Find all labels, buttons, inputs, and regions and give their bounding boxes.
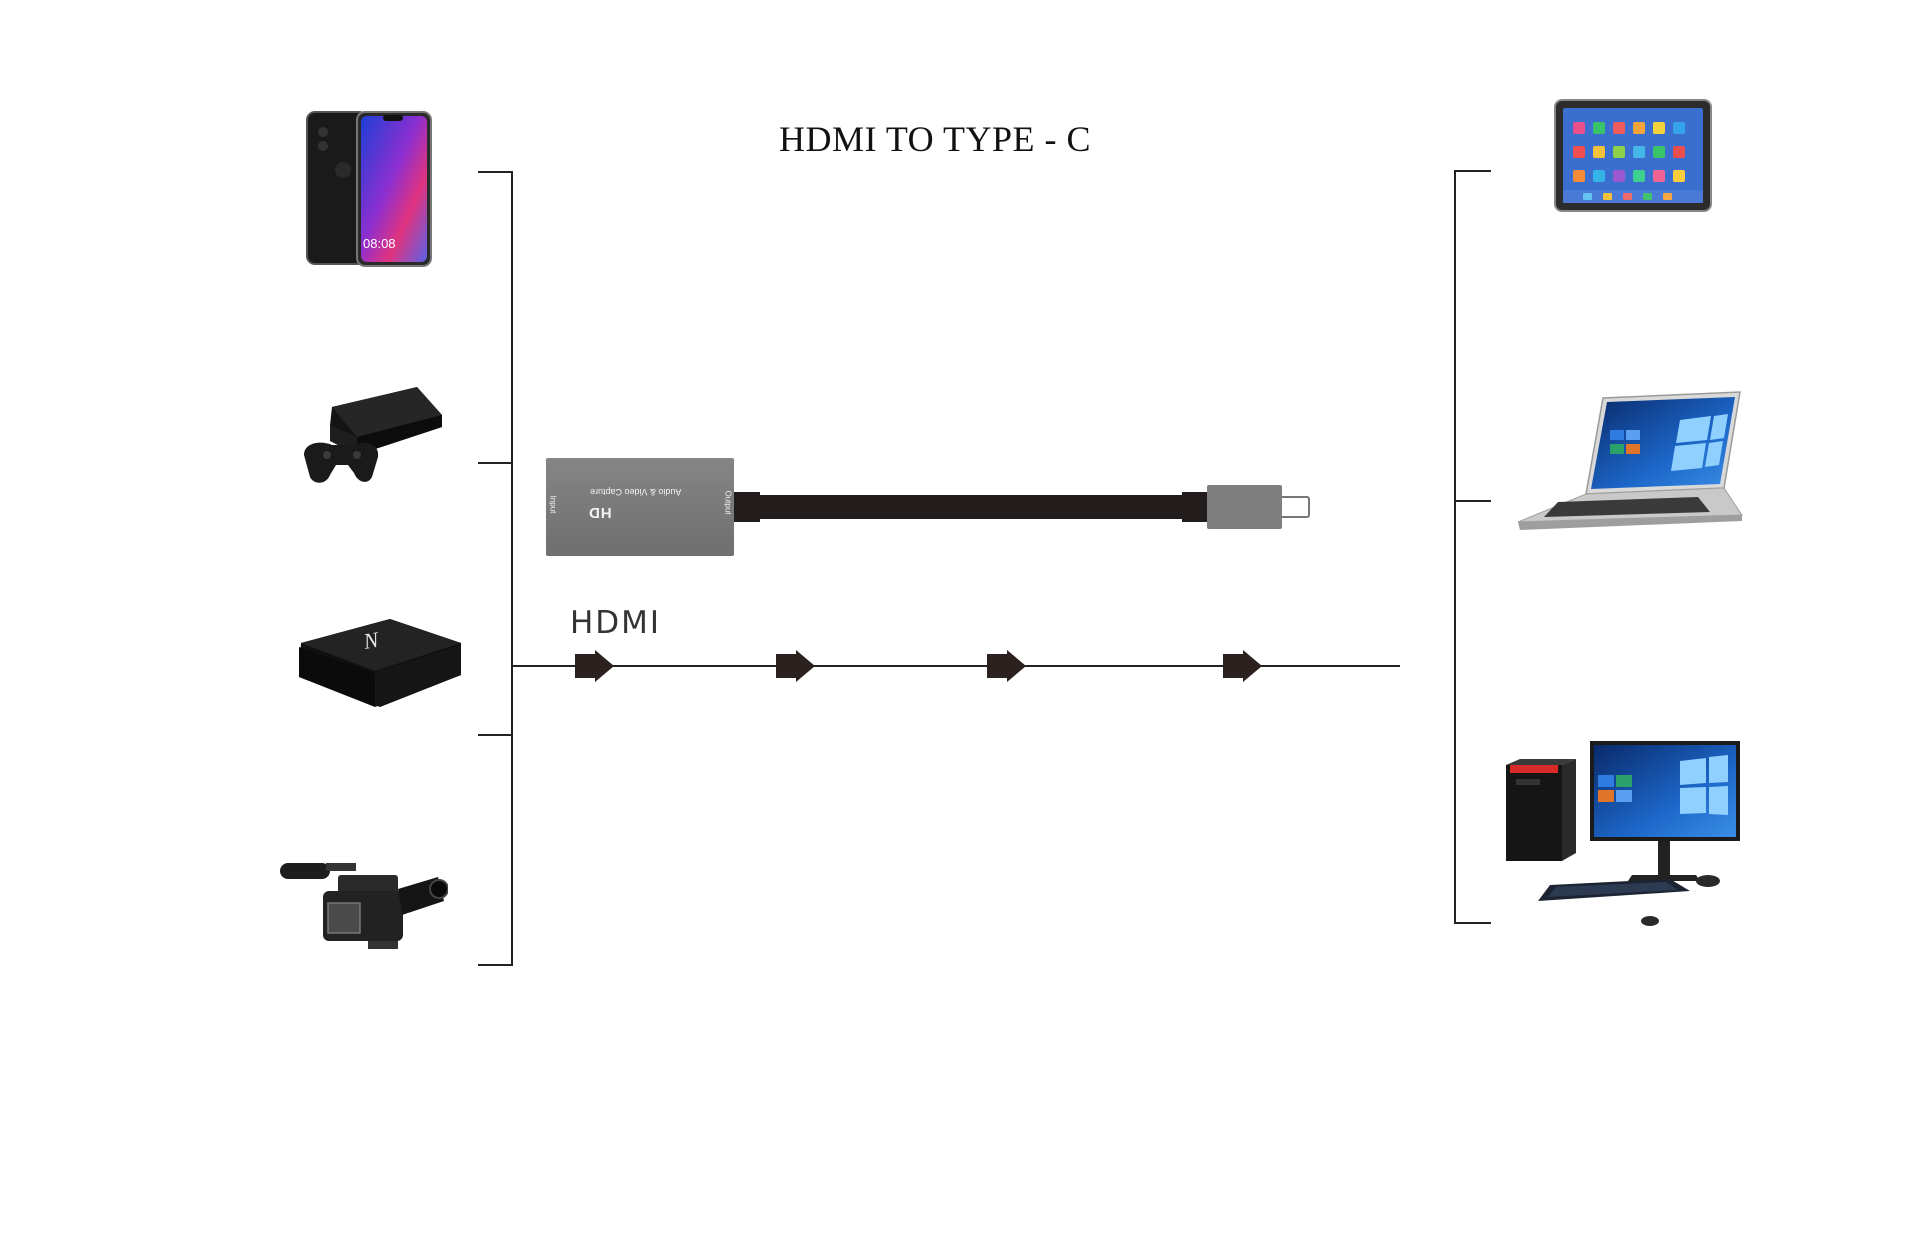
usb-c-connector-housing xyxy=(1207,485,1282,529)
camcorder-icon xyxy=(278,855,448,955)
adapter-output-label: Output xyxy=(724,490,733,514)
adapter-description: Audio & Video Capture xyxy=(590,487,681,497)
cable-strain-relief-left xyxy=(734,492,760,522)
diagram-title: HDMI TO TYPE - C xyxy=(700,118,1170,160)
arrow-2 xyxy=(776,650,815,682)
adapter-input-label: Input xyxy=(548,496,557,514)
svg-text:08:08: 08:08 xyxy=(363,236,396,251)
arrow-4 xyxy=(1223,650,1262,682)
cable-strain-relief-right xyxy=(1182,492,1208,522)
adapter-brand: HD xyxy=(588,504,612,521)
usb-cable xyxy=(734,495,1194,519)
tv-box-icon: N xyxy=(295,615,465,710)
hdmi-label: HDMI xyxy=(570,605,661,641)
right-bracket xyxy=(1455,171,1491,923)
game-console-icon xyxy=(302,385,447,490)
arrow-3 xyxy=(987,650,1026,682)
capture-adapter: HD Audio & Video Capture Input Output xyxy=(546,458,734,556)
smartphone-icon: 08:08 xyxy=(305,110,435,270)
laptop-icon xyxy=(1498,390,1743,545)
usb-c-plug xyxy=(1282,496,1310,518)
desktop-computer-icon xyxy=(1500,735,1745,935)
arrow-1 xyxy=(575,650,614,682)
left-bracket xyxy=(478,172,512,965)
tablet-icon xyxy=(1553,98,1713,213)
